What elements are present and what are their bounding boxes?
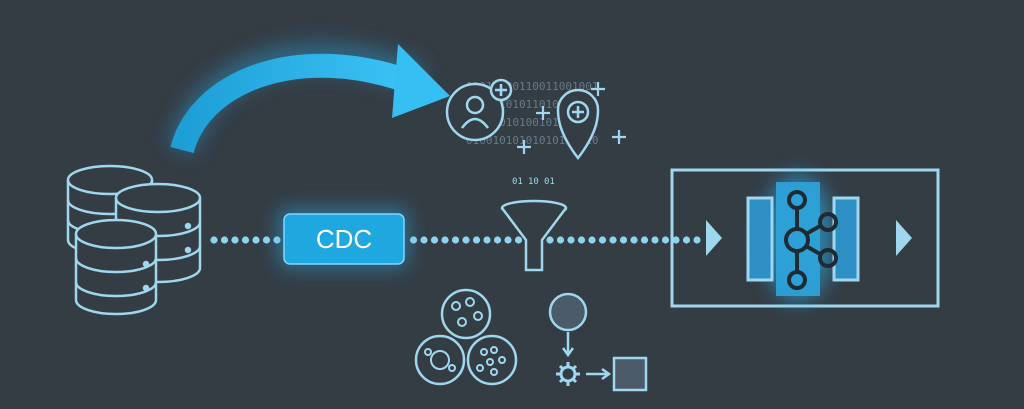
pipeline-dot <box>472 236 481 244</box>
pipeline-dot <box>619 236 628 244</box>
pipeline-dot <box>220 236 229 244</box>
pipeline-dot <box>493 236 502 244</box>
pipeline-dot <box>588 236 596 244</box>
kafka-topic-box <box>670 168 940 308</box>
pipeline-dot <box>609 236 617 244</box>
curved-arrow-icon <box>167 42 450 154</box>
pipeline-dot <box>577 236 586 244</box>
pipeline-dot <box>640 236 649 244</box>
pipeline-dot <box>630 236 638 244</box>
bits-1: 01 <box>512 177 523 187</box>
cdc-badge: CDC <box>278 208 408 268</box>
pipeline-dot <box>651 236 659 244</box>
database-stack-icon <box>66 164 202 316</box>
bits-3: 01 <box>544 177 555 187</box>
cdc-label: CDC <box>316 224 372 254</box>
gear-icon <box>556 362 580 386</box>
pipeline-dot <box>241 236 250 244</box>
add-location-icon <box>556 88 600 161</box>
pipeline-dot <box>262 236 271 244</box>
pipeline-dot <box>598 236 607 244</box>
pipeline-dot <box>231 236 239 244</box>
chevron-right-icon <box>706 220 722 256</box>
pipeline-dot <box>693 236 701 244</box>
pipeline-dot <box>451 236 460 244</box>
pipeline-dot <box>252 236 260 244</box>
pipeline-dot <box>430 236 439 244</box>
bits-2: 10 <box>528 177 539 187</box>
filter-funnel-icon <box>500 199 568 272</box>
pipeline-dot <box>441 236 449 244</box>
plus-decorations <box>517 82 626 154</box>
kafka-logo-icon <box>784 190 838 290</box>
pipeline-dot <box>661 236 670 244</box>
pipeline-dot <box>556 236 565 244</box>
chevron-right-icon <box>896 220 912 256</box>
pipeline-dot <box>514 236 523 244</box>
funnel-bits: 01 10 01 <box>512 177 555 187</box>
pipeline-dot <box>462 236 470 244</box>
pipeline-dot <box>567 236 575 244</box>
pipeline-dot <box>483 236 491 244</box>
pipeline-dot <box>409 236 418 244</box>
pipeline-dot <box>546 236 554 244</box>
pipeline-dot <box>672 236 680 244</box>
add-user-icon <box>445 78 513 142</box>
grouping-circles-icon <box>414 288 518 386</box>
pipeline-dot <box>210 236 218 244</box>
pipeline-dot <box>504 236 512 244</box>
process-flow-icon <box>548 292 648 392</box>
pipeline-dot <box>682 236 691 244</box>
pipeline-dotted-line <box>210 236 701 244</box>
pipeline-dot <box>420 236 428 244</box>
